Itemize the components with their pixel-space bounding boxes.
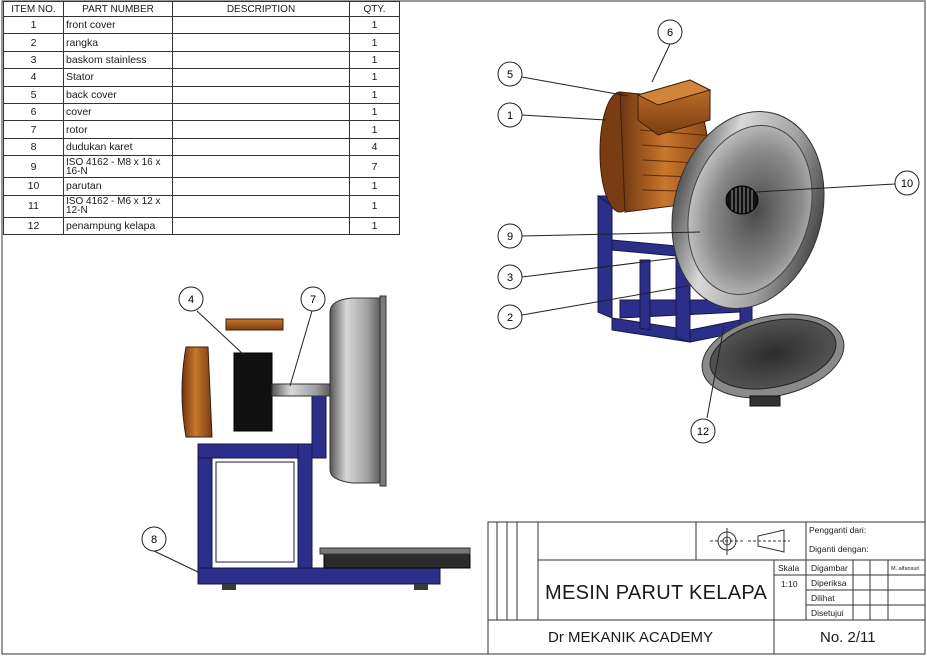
balloon-6-label: 6 bbox=[667, 27, 673, 39]
drawing-number: No. 2/11 bbox=[820, 629, 876, 646]
balloon-3 bbox=[497, 264, 523, 290]
balloons: 6 5 1 10 9 3 2 12 4 7 8 bbox=[141, 19, 920, 552]
parutan-iso bbox=[725, 185, 759, 215]
balloon-3-label: 3 bbox=[507, 272, 513, 284]
balloon-8 bbox=[141, 526, 167, 552]
side-view-frame bbox=[197, 389, 441, 585]
bom-qty: 1 bbox=[349, 120, 400, 139]
bom-part: penampung kelapa bbox=[63, 216, 173, 235]
balloon-12-label: 12 bbox=[697, 426, 709, 438]
disetujui-label: Disetujui bbox=[811, 608, 844, 618]
bom-part: dudukan karet bbox=[63, 137, 173, 157]
pengganti-dari-label: Pengganti dari: bbox=[809, 525, 867, 535]
bom-item: 12 bbox=[3, 216, 64, 235]
skala-value: 1:10 bbox=[781, 579, 798, 589]
skala-label: Skala bbox=[778, 563, 800, 573]
balloon-9-label: 9 bbox=[507, 231, 513, 243]
diperiksa-label: Diperiksa bbox=[811, 578, 847, 588]
bom-item: 8 bbox=[3, 137, 64, 157]
balloon-2-label: 2 bbox=[507, 312, 513, 324]
bom-qty: 4 bbox=[349, 137, 400, 157]
digambar-name: M. alfansuri bbox=[891, 566, 920, 572]
bom-part: ISO 4162 - M8 x 16 x 16-N bbox=[63, 155, 173, 179]
balloon-2 bbox=[497, 304, 523, 330]
drawing-title: MESIN PARUT KELAPA bbox=[545, 582, 768, 604]
balloon-1-label: 1 bbox=[507, 110, 513, 122]
rubber-feet bbox=[222, 584, 428, 590]
balloon-1 bbox=[497, 102, 523, 128]
balloon-10-label: 10 bbox=[901, 178, 913, 190]
bom-qty: 1 bbox=[349, 216, 400, 235]
balloon-12 bbox=[690, 418, 716, 444]
bom-part: parutan bbox=[63, 177, 173, 196]
balloon-9 bbox=[497, 223, 523, 249]
digambar-label: Digambar bbox=[811, 563, 848, 573]
bowl-side bbox=[329, 297, 385, 484]
isometric-view-assembly bbox=[596, 79, 845, 407]
balloon-7 bbox=[300, 286, 326, 312]
balloon-4-label: 4 bbox=[188, 294, 194, 306]
dilihat-label: Dilihat bbox=[811, 593, 835, 603]
company-name: Dr MEKANIK ACADEMY bbox=[548, 629, 714, 646]
leader-lines bbox=[153, 43, 896, 573]
stator-side bbox=[233, 352, 273, 432]
balloon-4 bbox=[178, 286, 204, 312]
balloon-5 bbox=[497, 61, 523, 87]
balloon-5-label: 5 bbox=[507, 69, 513, 81]
diganti-dengan-label: Diganti dengan: bbox=[809, 544, 869, 554]
rotor-shaft-side bbox=[271, 383, 335, 397]
projection-symbol-icon bbox=[710, 528, 790, 555]
bom-header-row: ITEM NO. PART NUMBER DESCRIPTION QTY. bbox=[3, 1, 400, 17]
balloon-8-label: 8 bbox=[151, 534, 157, 546]
cover-side bbox=[225, 318, 284, 331]
bom-part: rangka bbox=[63, 33, 173, 52]
front-cover-side bbox=[181, 346, 213, 438]
bom-qty: 1 bbox=[349, 177, 400, 196]
balloon-10 bbox=[894, 170, 920, 196]
balloon-6 bbox=[657, 19, 683, 45]
title-block-grid bbox=[487, 521, 926, 655]
balloon-7-label: 7 bbox=[310, 294, 316, 306]
side-view-assembly bbox=[181, 295, 471, 590]
